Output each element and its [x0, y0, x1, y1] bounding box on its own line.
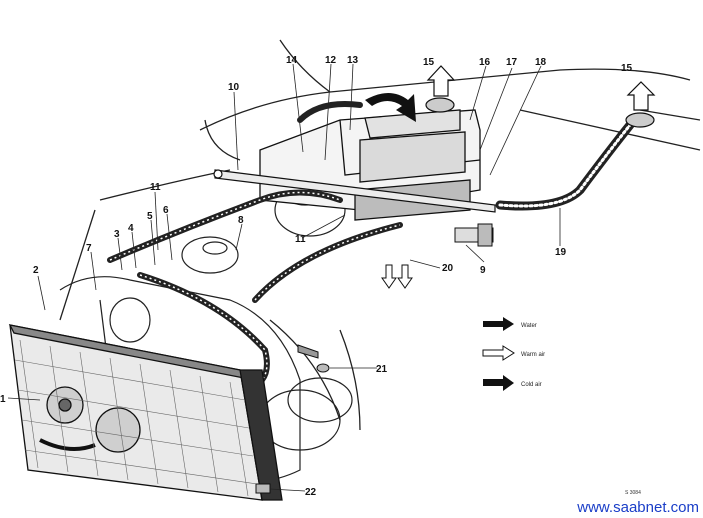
radiator [8, 324, 283, 501]
callout-11-center: 11 [295, 234, 306, 245]
figure-code: S 3084 [625, 490, 641, 496]
callout-22: 22 [305, 487, 317, 498]
callout-15-left: 15 [423, 57, 435, 68]
cold-air-legend-arrow-icon [483, 375, 514, 391]
legend: Water Warm air Cold air [482, 317, 545, 391]
callout-3: 3 [114, 229, 120, 240]
legend-warm-air-label: Warm air [521, 352, 545, 358]
hose-texture [109, 191, 401, 381]
radiator-core-lines [14, 339, 258, 497]
callout-15-right: 15 [621, 63, 633, 74]
callout-6: 6 [163, 205, 169, 216]
callout-8: 8 [238, 215, 244, 226]
drain-tap [255, 483, 271, 494]
water-flow-arrow [365, 93, 416, 122]
callout-5: 5 [147, 211, 153, 222]
callout-7: 7 [86, 243, 92, 254]
callout-11-left: 11 [150, 182, 161, 193]
legend-water-label: Water [521, 323, 537, 329]
callout-4: 4 [128, 223, 134, 234]
leader-lines [7, 63, 561, 492]
callout-20: 20 [442, 263, 454, 274]
callout-2: 2 [33, 265, 39, 276]
defroster-duct [495, 120, 635, 211]
callout-17: 17 [506, 57, 518, 68]
callout-1: 1 [0, 394, 6, 405]
callout-14: 14 [286, 55, 298, 66]
temperature-sensor [297, 344, 330, 373]
callout-12: 12 [325, 55, 337, 66]
callout-16: 16 [479, 57, 491, 68]
watermark: www.saabnet.com [577, 499, 699, 516]
warm-air-outlet-arrows [381, 264, 413, 289]
control-crossbar [213, 169, 496, 213]
callout-10: 10 [228, 82, 240, 93]
callout-13: 13 [347, 55, 359, 66]
callout-18: 18 [535, 57, 547, 68]
defroster-outlet-right [625, 81, 656, 128]
callout-labels: 1 2 3 4 5 6 7 8 9 10 11 11 12 13 14 15 1… [0, 55, 633, 498]
legend-cold-air-label: Cold air [521, 382, 542, 388]
callout-19: 19 [555, 247, 567, 258]
warm-air-legend-arrow-icon [482, 345, 515, 361]
defroster-outlet-left [425, 65, 456, 113]
control-valve [454, 223, 494, 247]
callout-9: 9 [480, 265, 486, 276]
water-legend-arrow-icon [483, 317, 514, 331]
callout-21: 21 [376, 364, 388, 375]
